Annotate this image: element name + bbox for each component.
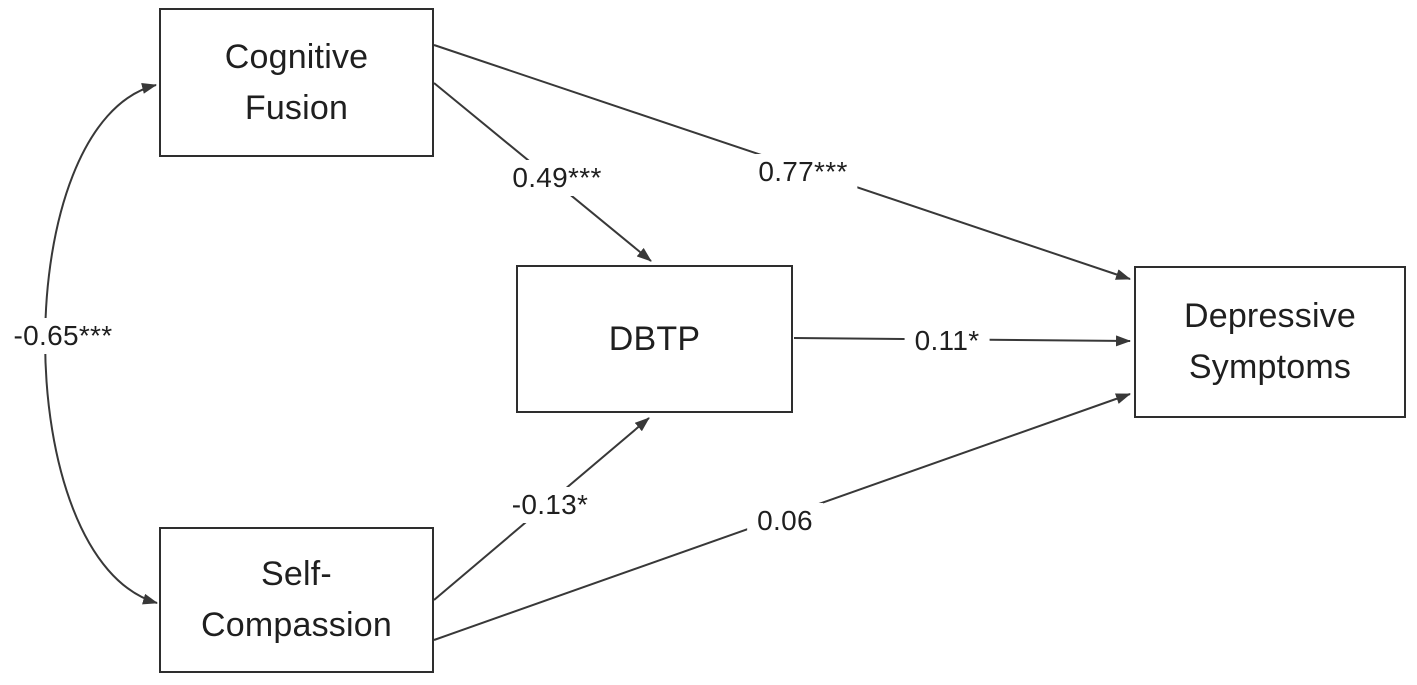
coefficient-cognitive-fusion-dbtp: 0.49*** xyxy=(502,160,612,196)
node-depressive-symptoms: Depressive Symptoms xyxy=(1134,266,1406,418)
node-dbtp-label: DBTP xyxy=(608,319,701,358)
node-depressive-symptoms-label: Depressive Symptoms xyxy=(1183,297,1357,386)
coefficient-self-compassion-depressive-symptoms: 0.06 xyxy=(747,503,823,539)
coefficient-dbtp-depressive-symptoms: 0.11* xyxy=(904,323,990,359)
node-dbtp: DBTP xyxy=(516,265,793,413)
coefficient-cognitive-fusion-depressive-symptoms: 0.77*** xyxy=(748,154,858,190)
node-self-compassion: Self- Compassion xyxy=(159,527,434,673)
coefficient-self-compassion-dbtp: -0.13* xyxy=(501,487,599,523)
node-cognitive-fusion-label: Cognitive Fusion xyxy=(224,37,369,127)
node-cognitive-fusion: Cognitive Fusion xyxy=(159,8,434,157)
node-self-compassion-label: Self- Compassion xyxy=(201,555,392,644)
coefficient-covariance-cognitive-fusion-self-compassion: -0.65*** xyxy=(3,318,123,354)
